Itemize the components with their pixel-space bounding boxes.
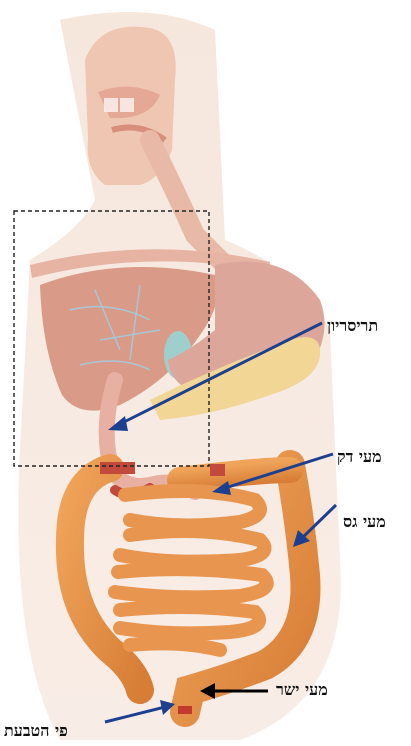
anus xyxy=(178,706,192,714)
label-rectum: מעי ישר xyxy=(276,680,328,700)
label-duodenum: תריסריון xyxy=(327,316,378,336)
label-anus: פי הטבעת xyxy=(4,721,68,741)
label-large-intestine: מעי גס xyxy=(343,512,386,532)
digestive-system-illustration xyxy=(0,0,380,746)
label-small-intestine: מעי דק xyxy=(337,447,382,467)
